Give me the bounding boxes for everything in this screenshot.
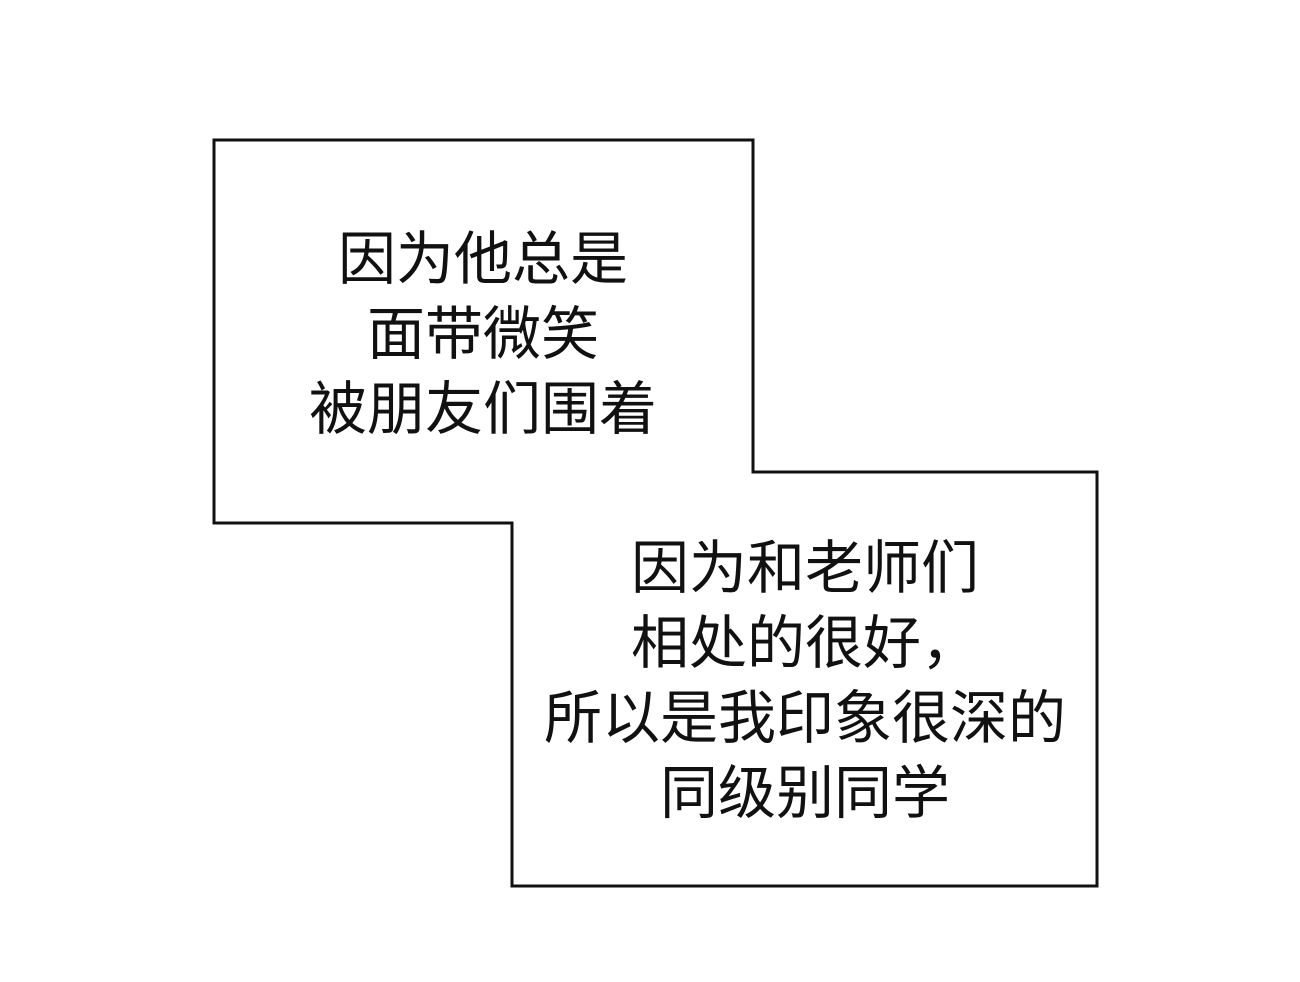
caption-bottom-line-2: 相处的很好，: [630, 609, 979, 677]
caption-bottom-line-3: 所以是我印象很深的: [543, 684, 1066, 752]
caption-top: 因为他总是 面带微笑 被朋友们围着: [214, 222, 752, 447]
caption-bottom-line-4: 同级别同学: [659, 759, 950, 827]
caption-top-line-3: 被朋友们围着: [308, 375, 657, 443]
caption-bottom-line-1: 因为和老师们: [630, 534, 979, 602]
caption-top-line-2: 面带微笑: [366, 300, 599, 368]
caption-bottom: 因为和老师们 相处的很好， 所以是我印象很深的 同级别同学: [513, 531, 1097, 831]
caption-top-line-1: 因为他总是: [337, 225, 628, 293]
